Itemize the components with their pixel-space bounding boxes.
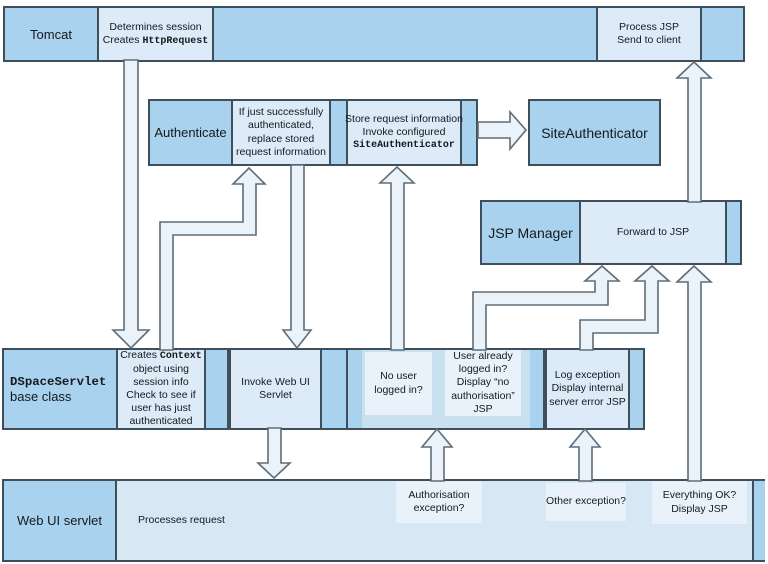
right-strip	[530, 350, 543, 428]
store-box-line3: SiteAuthenticator	[353, 139, 455, 151]
process-box-line1: Process JSP	[618, 20, 680, 33]
context-part3: Check to see if user has just authentica…	[126, 389, 196, 428]
authenticate-replace-box: If just successfully authenticated, repl…	[231, 101, 331, 164]
tomcat-label: Tomcat	[30, 26, 72, 42]
processes-request-text: Processes request	[138, 513, 225, 526]
everything-ok-panel: Everything OK? Display JSP	[652, 481, 747, 524]
session-box-line2: Creates HttpRequest	[102, 33, 209, 46]
invoke-webui-inner: Invoke Web UI Servlet	[231, 350, 322, 428]
authorisation-exception-text: Authorisation exception?	[408, 488, 470, 514]
log-exception-text: Log exception Display internal server er…	[549, 369, 626, 408]
store-box-line1: Store request information	[345, 113, 463, 126]
site-authenticator-box: SiteAuthenticator	[528, 99, 661, 166]
dspace-servlet-box: DSpaceServlet base class Creates Context…	[2, 348, 229, 430]
replace-box-text: If just successfully authenticated, repl…	[236, 106, 326, 158]
log-exception-right-strip	[628, 350, 643, 428]
arrow-authexception-up-icon	[420, 427, 454, 482]
dspace-servlet-label: DSpaceServlet base class	[10, 350, 114, 428]
dspace-servlet-label-code: DSpaceServlet	[10, 374, 107, 389]
invoke-webui-text: Invoke Web UI Servlet	[241, 375, 310, 401]
other-exception-text: Other exception?	[546, 495, 626, 508]
arrow-logexception-to-jspmanager-elbow-icon	[579, 264, 672, 351]
tomcat-process-box: Process JSP Send to client	[596, 8, 702, 60]
arrow-useralready-to-jspmanager-elbow-icon	[472, 264, 622, 351]
authenticate-label: Authenticate	[154, 125, 227, 140]
jsp-manager-bar: JSP Manager Forward to JSP	[480, 200, 742, 265]
arrow-nouser-to-store-up-icon	[377, 165, 417, 351]
arrow-tomcat-to-dspace-down-icon	[111, 59, 151, 350]
web-ui-servlet-lane: Web UI servlet Processes request Authori…	[2, 479, 765, 562]
everything-ok-line1: Everything OK?	[662, 489, 737, 502]
web-ui-servlet-label: Web UI servlet	[4, 481, 117, 560]
context-part2: object using session info	[132, 362, 190, 389]
jsp-manager-label: JSP Manager	[488, 224, 573, 241]
creates-context-box: Creates Context object using session inf…	[116, 349, 206, 428]
arrow-ok-to-jspmanager-up-icon	[674, 264, 714, 482]
left-strip	[348, 350, 362, 428]
arrow-jspmanager-to-processjsp-up-icon	[674, 60, 714, 203]
arrow-otherexception-up-icon	[568, 427, 602, 482]
user-already-text: User already logged in? Display “no auth…	[451, 350, 515, 415]
store-box-line2: Invoke configured	[362, 126, 446, 139]
no-user-text: No user logged in?	[374, 370, 423, 396]
no-user-panel: No user logged in?	[365, 352, 432, 415]
everything-ok-line2: Display JSP	[671, 502, 728, 515]
arrow-authenticate-to-dspace-down-icon	[281, 164, 313, 350]
authenticate-bar: Authenticate If just successfully authen…	[148, 99, 478, 166]
arrow-invoke-to-webui-down-icon	[255, 427, 293, 480]
tomcat-lane: Tomcat Determines session Creates HttpRe…	[3, 6, 745, 62]
invoke-webui-box: Invoke Web UI Servlet	[229, 348, 348, 430]
authorisation-exception-panel: Authorisation exception?	[396, 481, 482, 523]
user-already-panel: User already logged in? Display “no auth…	[445, 350, 521, 416]
forward-to-jsp-box: Forward to JSP	[579, 202, 727, 263]
log-exception-box: Log exception Display internal server er…	[545, 348, 645, 430]
session-box-line1: Determines session	[109, 20, 202, 33]
log-exception-inner: Log exception Display internal server er…	[547, 350, 628, 428]
logged-in-checks-box: No user logged in? User already logged i…	[346, 348, 545, 430]
dspace-servlet-label-text: base class	[10, 388, 72, 404]
forward-to-jsp-text: Forward to JSP	[616, 225, 690, 238]
process-box-line2: Send to client	[617, 34, 681, 46]
site-authenticator-label: SiteAuthenticator	[541, 124, 648, 141]
tomcat-session-box: Determines session Creates HttpRequest	[97, 8, 214, 60]
web-ui-right-strip	[752, 481, 765, 560]
context-line1: Creates Context	[120, 349, 202, 362]
other-exception-panel: Other exception?	[546, 483, 626, 521]
authenticate-store-box: Store request information Invoke configu…	[345, 101, 463, 164]
arrow-authenticate-to-siteauthenticator-right-icon	[477, 109, 528, 152]
arrow-dspace-to-authenticate-elbow-icon	[159, 166, 267, 351]
